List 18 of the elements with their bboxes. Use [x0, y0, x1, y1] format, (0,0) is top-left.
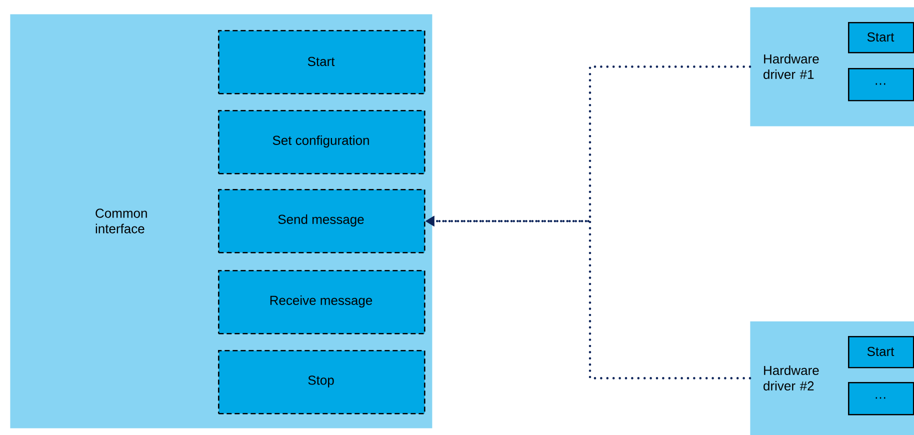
function-box	[848, 68, 914, 102]
function-box	[848, 382, 914, 416]
function-box	[218, 188, 426, 254]
function-box	[218, 270, 426, 334]
function-box	[848, 336, 914, 368]
function-box	[218, 350, 426, 414]
box-text: Set configuration	[272, 135, 369, 148]
box-text: Start	[867, 32, 894, 42]
box-text: Receive message	[270, 295, 372, 308]
function-box	[848, 22, 914, 54]
box-text: Stop	[308, 376, 334, 388]
function-box	[218, 30, 426, 94]
box-text: Start	[308, 56, 335, 66]
box-text: …	[876, 397, 886, 399]
function-box	[218, 110, 426, 174]
box-text: Send message	[278, 214, 364, 227]
box-text: Start	[867, 346, 894, 356]
box-text: …	[876, 83, 886, 85]
